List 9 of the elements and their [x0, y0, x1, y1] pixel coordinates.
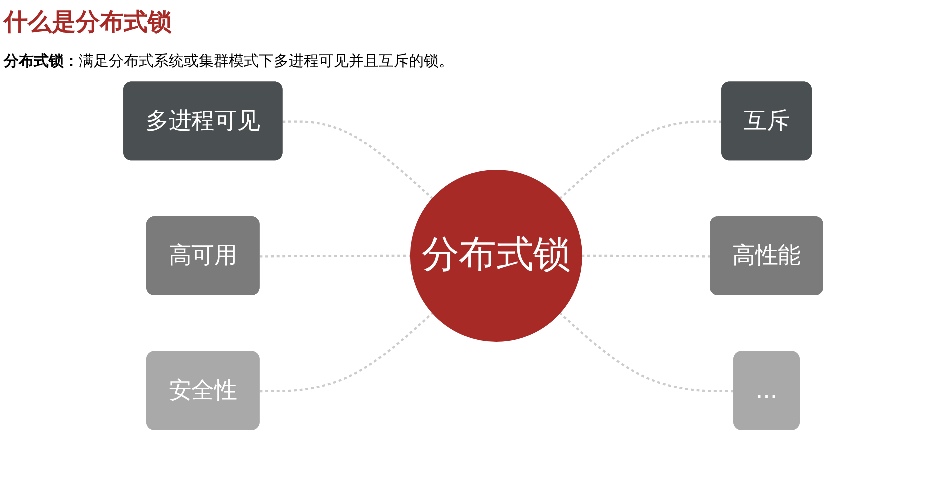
title: 什么是分布式锁	[2, 7, 173, 38]
connector	[282, 120, 434, 200]
definition-text: 分布式锁：满足分布式系统或集群模式下多进程可见并且互斥的锁。	[4, 52, 454, 71]
connector	[559, 312, 736, 393]
connector	[260, 254, 412, 258]
connector	[260, 312, 434, 393]
connector	[559, 120, 724, 200]
connector	[582, 254, 712, 258]
node-circle: 分布式锁	[410, 170, 582, 342]
